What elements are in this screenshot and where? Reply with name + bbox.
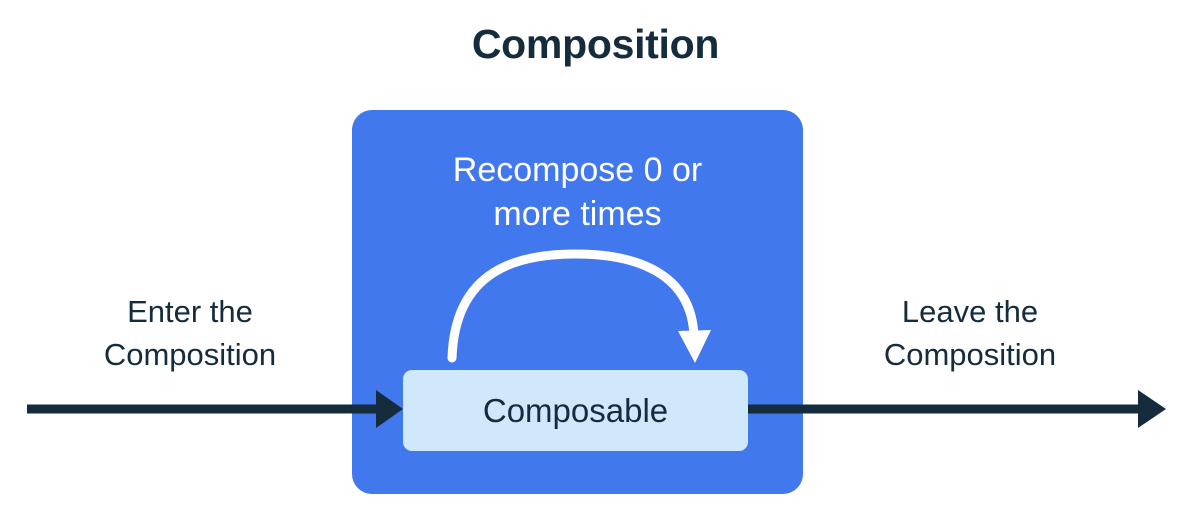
recompose-label: Recompose 0 or more times	[372, 148, 783, 236]
leave-composition-label-line-2: Composition	[883, 337, 1057, 372]
page-title: Composition	[471, 21, 720, 67]
leave-composition-arrow	[748, 390, 1166, 428]
enter-composition-label: Enter the Composition	[40, 290, 340, 376]
leave-composition-arrow-head	[1138, 390, 1166, 428]
enter-composition-label-line-2: Composition	[103, 337, 277, 372]
enter-composition-label-line-1: Enter the	[127, 294, 253, 329]
composable-label: Composable	[482, 391, 669, 429]
recompose-label-line-2: more times	[493, 195, 662, 233]
recompose-label-line-1: Recompose 0 or	[452, 151, 703, 189]
composable-node: Composable	[403, 370, 748, 451]
leave-composition-label: Leave the Composition	[820, 290, 1120, 376]
enter-composition-arrow	[27, 390, 403, 428]
leave-composition-label-line-1: Leave the	[901, 294, 1039, 329]
